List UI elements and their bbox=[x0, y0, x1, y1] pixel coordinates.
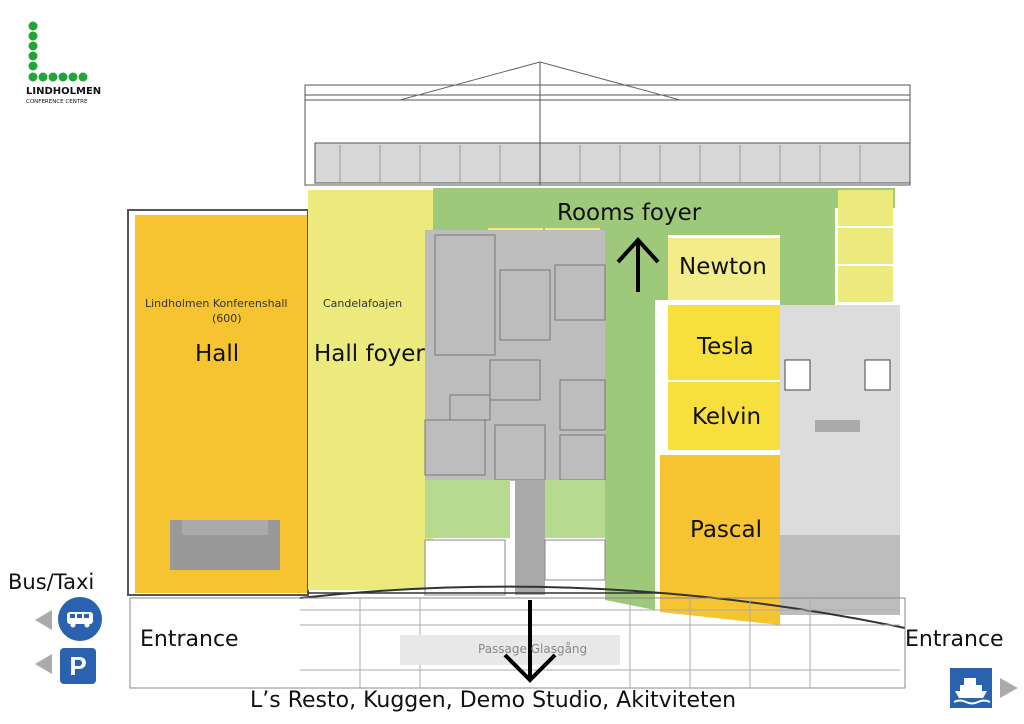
bus-icon bbox=[58, 597, 102, 641]
ferry-icon bbox=[950, 668, 992, 708]
logo-line1: LINDHOLMEN bbox=[26, 86, 102, 97]
hall-capacity: (600) bbox=[212, 312, 242, 325]
destinations-label: L’s Resto, Kuggen, Demo Studio, Akitvite… bbox=[250, 688, 737, 713]
hall-foyer-label: Hall foyer bbox=[314, 341, 425, 367]
passage-label: Passage Glasgång bbox=[478, 642, 588, 656]
logo-line2: CONFERENCE CENTRE bbox=[26, 99, 88, 105]
newton-label: Newton bbox=[679, 254, 767, 280]
tesla-label: Tesla bbox=[697, 334, 754, 360]
parking-icon: P bbox=[60, 648, 96, 684]
hall-foyer-sublabel: Candelafoajen bbox=[323, 297, 403, 310]
rooms-foyer-label: Rooms foyer bbox=[557, 200, 702, 226]
logo-icon bbox=[28, 21, 88, 82]
bus-taxi-label: Bus/Taxi bbox=[8, 570, 95, 594]
pascal-label: Pascal bbox=[690, 517, 763, 543]
entrance-right-label: Entrance bbox=[905, 627, 1004, 652]
kelvin-label: Kelvin bbox=[692, 404, 762, 430]
hall-sublabel: Lindholmen Konferenshall bbox=[145, 297, 288, 310]
entrance-left-label: Entrance bbox=[140, 627, 239, 652]
hall-label: Hall bbox=[195, 341, 240, 367]
